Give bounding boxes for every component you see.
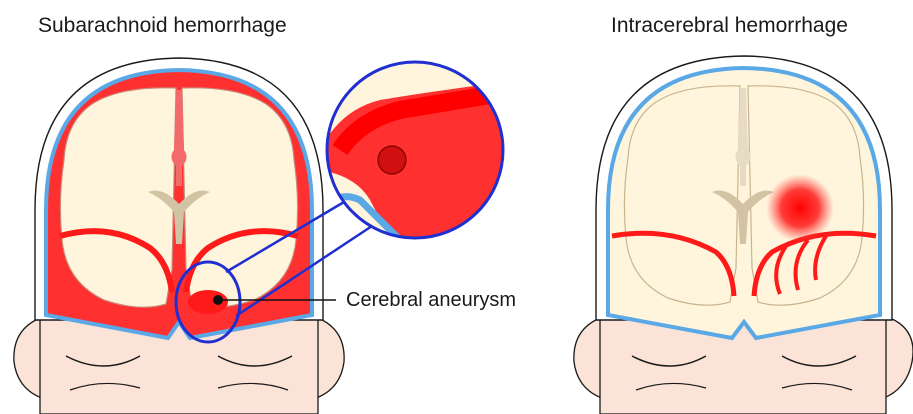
intracerebral-title: Intracerebral hemorrhage xyxy=(611,14,848,37)
aneurysm-magnified-inset xyxy=(320,62,520,260)
inset-aneurysm-sac xyxy=(378,146,406,174)
cerebral-aneurysm-label: Cerebral aneurysm xyxy=(346,289,516,311)
subarachnoid-panel: Subarachnoid hemorrhage xyxy=(14,14,520,414)
right-head xyxy=(574,56,913,414)
intracerebral-panel: Intracerebral hemorrhage xyxy=(574,14,913,414)
left-head xyxy=(14,58,344,414)
intracerebral-bleed xyxy=(766,174,834,242)
subarachnoid-title: Subarachnoid hemorrhage xyxy=(38,14,287,37)
